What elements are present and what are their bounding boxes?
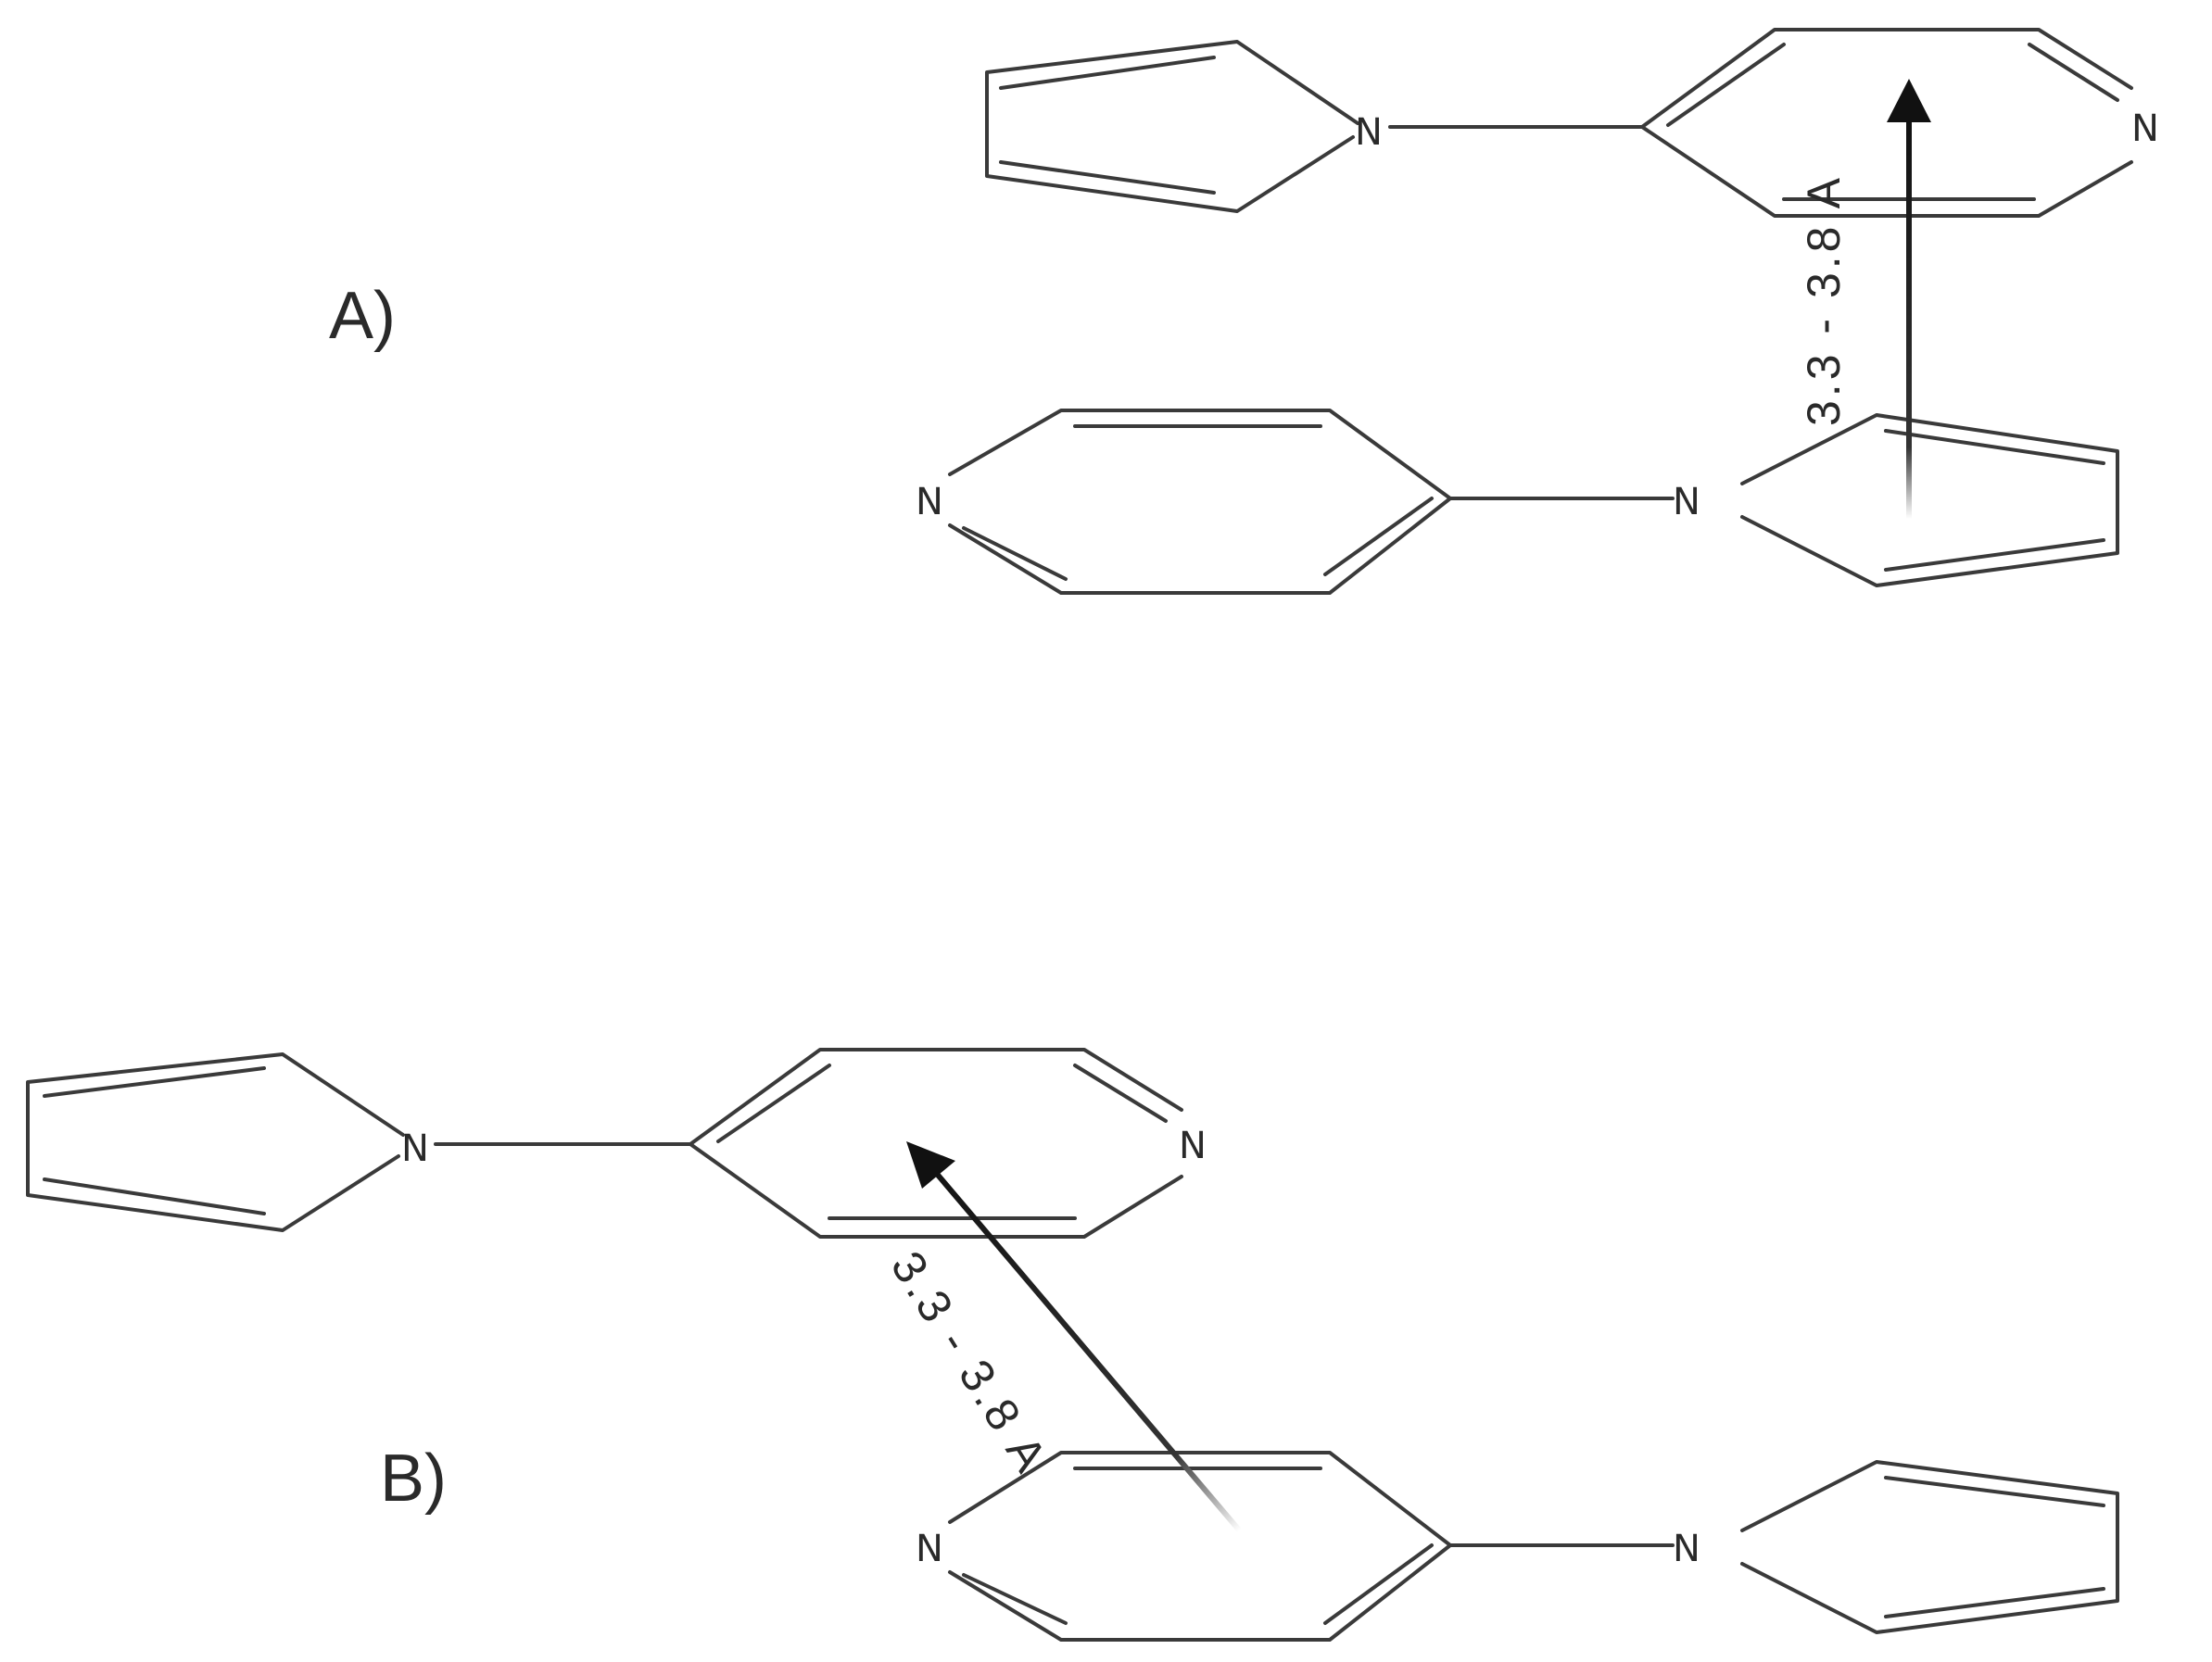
double-bond	[962, 526, 1068, 581]
pyrrole-ring-a-bottom	[1740, 413, 2119, 587]
pyrrole-ring-a-top	[985, 40, 1359, 213]
double-bond	[1884, 429, 2105, 465]
double-bond	[1884, 1476, 2105, 1507]
molecule-a-bottom: N N	[916, 409, 2119, 595]
double-bond	[716, 1064, 831, 1143]
double-bond	[962, 1573, 1068, 1625]
molecule-b-top: N N	[26, 1048, 1207, 1239]
stacking-arrow-b	[906, 1141, 1245, 1535]
nitrogen-atom-label: N	[1673, 1528, 1700, 1570]
molecule-a-top: N N	[985, 28, 2159, 218]
nitrogen-atom-label: N	[2131, 107, 2159, 150]
double-bond	[2028, 43, 2119, 102]
panel-a: A) N N N N	[329, 28, 2159, 595]
double-bond	[1666, 43, 1786, 127]
nitrogen-atom-label: N	[401, 1127, 429, 1170]
panel-b-label: B)	[380, 1442, 447, 1516]
nitrogen-atom-label: N	[1355, 111, 1383, 154]
nitrogen-atom-label: N	[916, 481, 943, 523]
distance-label-a: 3.3 - 3.8 A	[1798, 174, 1850, 426]
double-bond	[1884, 1587, 2105, 1618]
nitrogen-atom-label: N	[1179, 1125, 1207, 1167]
double-bond	[43, 1177, 266, 1215]
molecule-b-bottom: N N	[916, 1451, 2119, 1642]
distance-label-b: 3.3 - 3.8 A	[881, 1242, 1059, 1483]
panel-b: B) N N N N	[26, 1048, 2119, 1642]
six-ring-b-top	[689, 1048, 1183, 1239]
double-bond	[999, 56, 1216, 90]
nitrogen-atom-label: N	[1673, 481, 1700, 523]
pyrrole-ring-b-top	[26, 1052, 405, 1232]
double-bond	[1323, 1543, 1434, 1625]
pyrrole-ring-b-bottom	[1740, 1460, 2119, 1634]
six-ring-a-bottom	[948, 409, 1452, 595]
panel-a-label: A)	[329, 279, 396, 353]
nitrogen-atom-label: N	[916, 1528, 943, 1570]
arrow-shaft	[929, 1165, 1245, 1535]
six-ring-a-top	[1640, 28, 2133, 218]
double-bond	[1073, 1064, 1168, 1123]
double-bond	[1884, 538, 2105, 572]
double-bond	[1323, 497, 1434, 576]
arrow-head	[1887, 79, 1931, 122]
arrow-head	[906, 1141, 955, 1189]
double-bond	[43, 1066, 266, 1098]
double-bond	[999, 160, 1216, 195]
stacking-arrow-a	[1887, 79, 1931, 523]
